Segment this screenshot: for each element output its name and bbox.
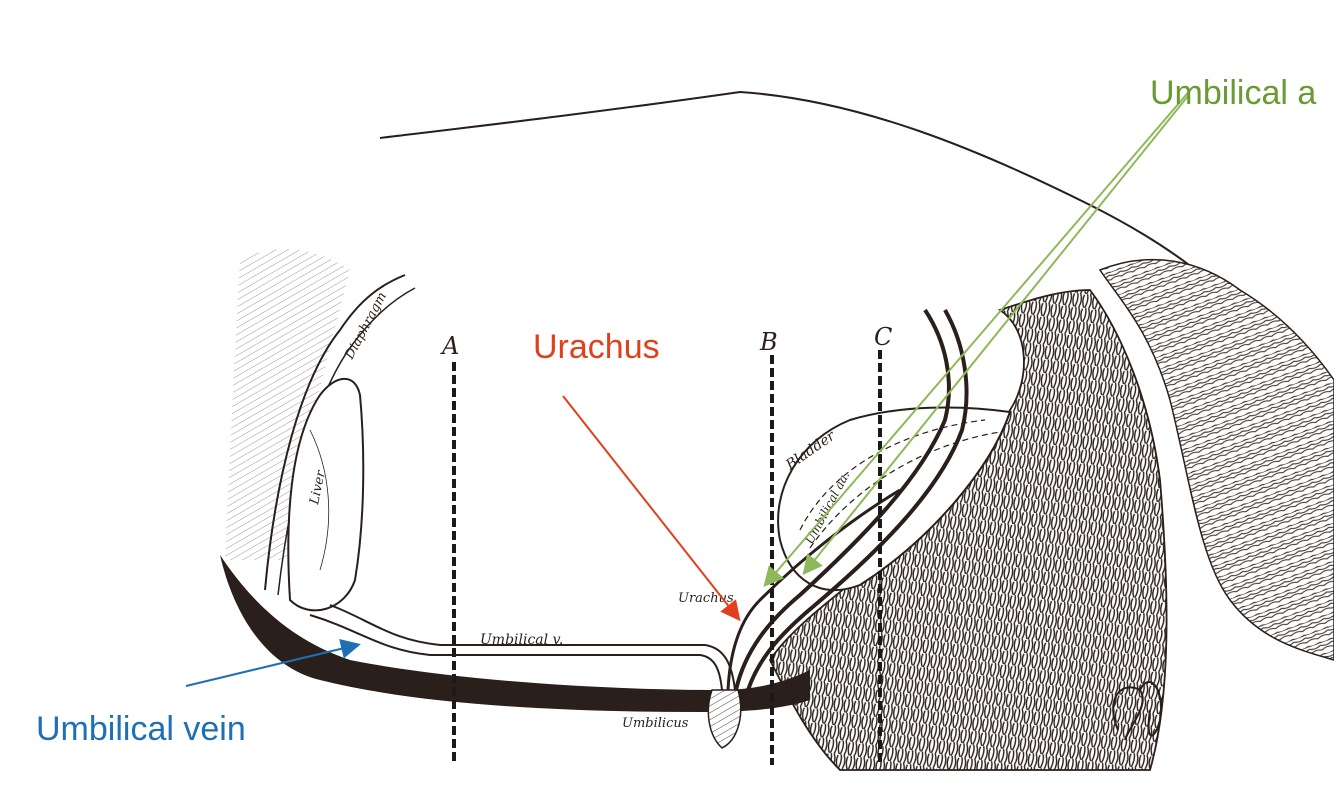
callout-urachus: Urachus	[533, 330, 660, 364]
label-umbilicus: Umbilicus	[622, 716, 689, 731]
label-umbilical-v: Umbilical v.	[480, 632, 563, 648]
section-label-a: A	[440, 332, 459, 360]
callout-umbilical-vein: Umbilical vein	[36, 712, 246, 746]
label-diaphragm: Diaphragm	[342, 290, 390, 363]
section-label-b: B	[759, 328, 778, 356]
callout-umbilical-arteries: Umbilical a	[1150, 76, 1316, 110]
section-label-c: C	[874, 323, 892, 351]
umbilicus-stump	[708, 690, 740, 748]
urachus-arrow	[563, 396, 738, 618]
